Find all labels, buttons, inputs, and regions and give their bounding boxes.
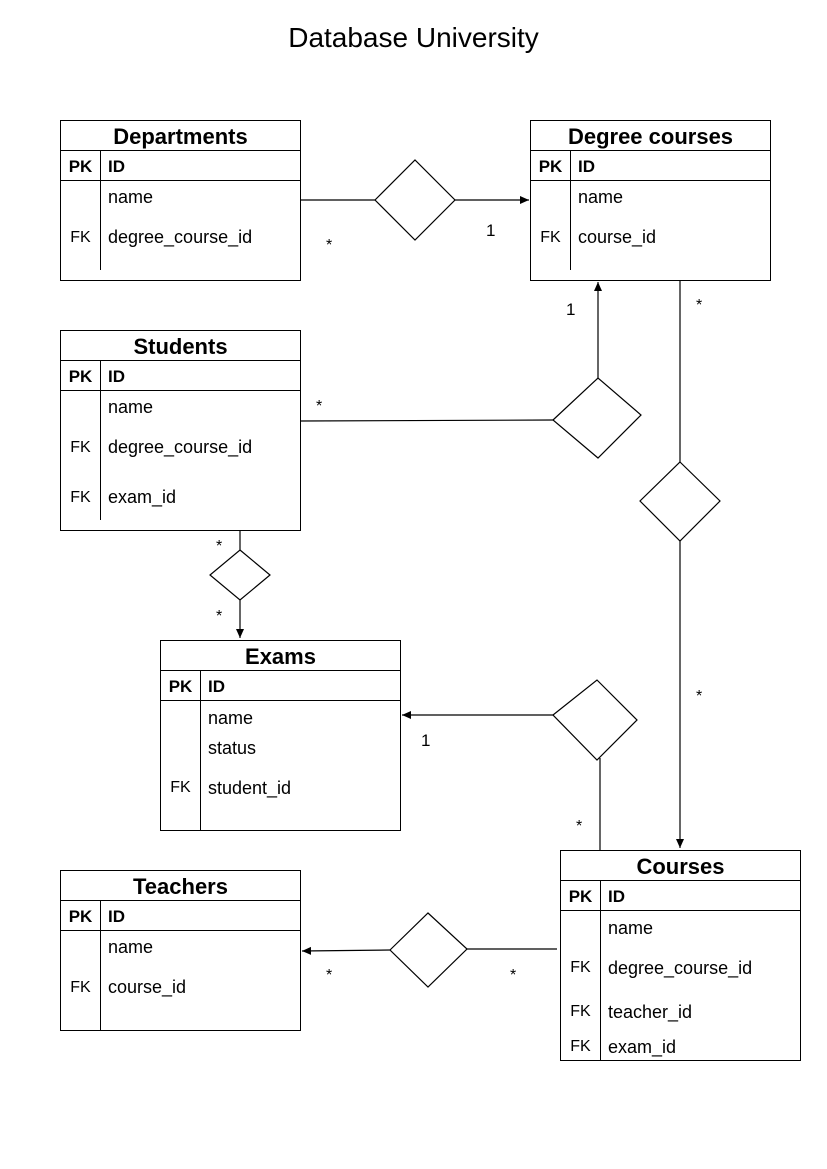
pk-row: PK ID	[561, 881, 800, 911]
relationship-diamond-departments-degree-courses	[374, 159, 456, 241]
field-course-id: course_id	[578, 227, 657, 247]
key-column-divider	[100, 901, 101, 1030]
cardinality-degree-courses-one-from-departments: 1	[486, 221, 496, 240]
cardinality-degree-courses-one-from-students: 1	[566, 300, 576, 319]
field-id: ID	[108, 907, 125, 926]
entity-title: Degree courses	[531, 121, 770, 151]
field-id: ID	[108, 157, 125, 176]
entity-title: Courses	[561, 851, 800, 881]
cardinality-departments-many: *	[326, 237, 333, 254]
entity-title: Teachers	[61, 871, 300, 901]
field-exam-id: exam_id	[108, 487, 177, 507]
cardinality-exams-many-from-students: *	[216, 608, 223, 625]
fk-label: FK	[570, 959, 591, 976]
field-course-id: course_id	[108, 977, 187, 997]
fk-label: FK	[540, 229, 561, 246]
fk-label: FK	[70, 439, 91, 456]
link-courses-teachers-arrow	[301, 946, 391, 955]
field-teacher-id: teacher_id	[608, 1002, 693, 1022]
field-degree-course-id: degree_course_id	[108, 437, 253, 457]
field-id: ID	[608, 887, 625, 906]
pk-row: PK ID	[531, 151, 770, 181]
field-name: name	[108, 187, 154, 207]
entity-exams[interactable]: Exams PK ID name status FK student_id	[160, 640, 401, 831]
field-student-id: student_id	[208, 778, 292, 798]
entity-departments[interactable]: Departments PK ID name FK degree_course_…	[60, 120, 301, 281]
cardinality-courses-many-from-degree-courses: *	[696, 688, 703, 705]
cardinality-students-many-to-exams: *	[216, 538, 223, 555]
fk-label: FK	[170, 779, 191, 796]
entity-students[interactable]: Students PK ID name FK degree_course_id …	[60, 330, 301, 531]
key-column-divider	[600, 881, 601, 1060]
cardinality-teachers-many: *	[326, 967, 333, 984]
fk-label: FK	[70, 489, 91, 506]
field-degree-course-id: degree_course_id	[108, 227, 253, 247]
relationship-diamond-students-exams	[209, 549, 271, 601]
entity-title: Students	[61, 331, 300, 361]
fk-label: FK	[70, 229, 91, 246]
pk-row: PK ID	[61, 361, 300, 391]
entity-title: Exams	[161, 641, 400, 671]
relationship-diamond-students-degree-courses	[552, 377, 642, 459]
field-id: ID	[578, 157, 595, 176]
key-column-divider	[200, 671, 201, 830]
field-status: status	[208, 738, 257, 758]
link-students-degree-courses	[299, 419, 554, 422]
field-name: name	[578, 187, 624, 207]
pk-label: PK	[68, 367, 93, 386]
pk-row: PK ID	[61, 901, 300, 931]
pk-label: PK	[538, 157, 563, 176]
field-id: ID	[108, 367, 125, 386]
entity-courses[interactable]: Courses PK ID name FK degree_course_id F…	[560, 850, 801, 1061]
entity-title: Departments	[61, 121, 300, 151]
cardinality-students-many: *	[316, 398, 323, 415]
page-title: Database University	[288, 22, 539, 53]
relationship-diamond-courses-teachers	[389, 912, 468, 988]
entity-degree-courses[interactable]: Degree courses PK ID name FK course_id	[530, 120, 771, 281]
pk-label: PK	[68, 907, 93, 926]
field-name: name	[208, 708, 254, 728]
pk-label: PK	[68, 157, 93, 176]
field-name: name	[108, 937, 154, 957]
entity-teachers[interactable]: Teachers PK ID name FK course_id	[60, 870, 301, 1031]
cardinality-degree-courses-many-to-courses: *	[696, 297, 703, 314]
relationship-diamond-courses-exams	[552, 679, 638, 761]
pk-label: PK	[568, 887, 593, 906]
field-degree-course-id: degree_course_id	[608, 958, 753, 978]
pk-label: PK	[168, 677, 193, 696]
fk-label: FK	[570, 1003, 591, 1020]
field-exam-id: exam_id	[608, 1037, 677, 1057]
pk-row: PK ID	[61, 151, 300, 181]
cardinality-courses-many-to-exams: *	[576, 818, 583, 835]
cardinality-courses-many-to-teachers: *	[510, 967, 517, 984]
fk-label: FK	[70, 979, 91, 996]
field-name: name	[608, 918, 654, 938]
key-column-divider	[570, 151, 571, 270]
key-column-divider	[100, 151, 101, 270]
field-id: ID	[208, 677, 225, 696]
pk-row: PK ID	[161, 671, 400, 701]
fk-label: FK	[570, 1038, 591, 1055]
key-column-divider	[100, 361, 101, 520]
cardinality-exams-one-from-courses: 1	[421, 731, 431, 750]
field-name: name	[108, 397, 154, 417]
relationship-diamond-degree-courses-courses	[639, 461, 721, 542]
